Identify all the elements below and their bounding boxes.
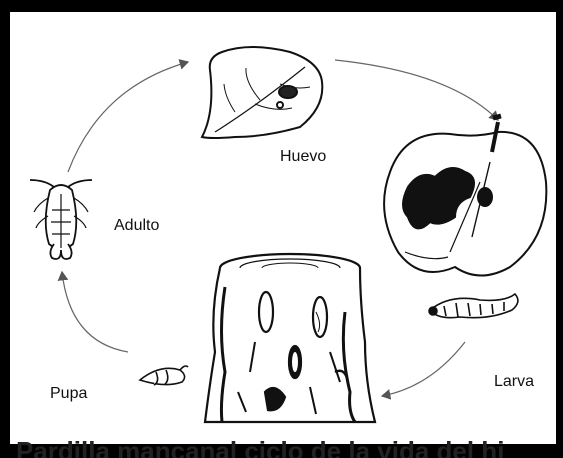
adult-moth-icon — [30, 180, 92, 259]
larva-icon — [429, 294, 518, 318]
caption-text: Pardilla mancanal ciclo de la vida del h… — [16, 434, 561, 458]
arrow-pupa-to-adult — [62, 272, 128, 352]
stage-label-egg: Huevo — [280, 148, 326, 166]
diagram-canvas: Huevo Adulto Larva Pupa — [10, 12, 556, 444]
stage-label-adult: Adulto — [114, 217, 159, 235]
apple-larva-icon — [384, 116, 546, 276]
arrow-adult-to-egg — [68, 62, 188, 172]
arrow-larva-to-stump — [382, 342, 465, 396]
leaf-egg-icon — [202, 47, 322, 138]
tree-stump-icon — [205, 254, 375, 422]
stage-label-larva: Larva — [494, 373, 534, 391]
stage-label-pupa: Pupa — [50, 385, 87, 403]
pupa-icon — [140, 366, 188, 385]
life-cycle-drawing — [10, 12, 556, 444]
arrow-egg-to-larva — [335, 60, 498, 120]
